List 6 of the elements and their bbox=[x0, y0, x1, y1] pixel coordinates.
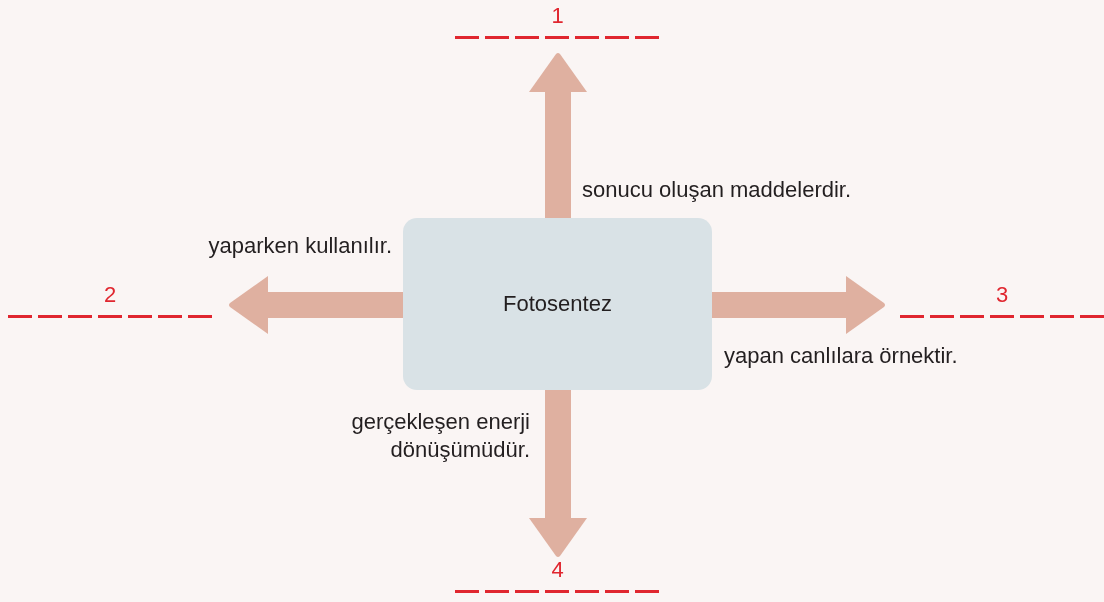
blank-number: 4 bbox=[551, 558, 564, 582]
blank-number: 1 bbox=[551, 4, 564, 28]
process-label: Fotosentez bbox=[503, 291, 612, 317]
process-box bbox=[403, 218, 712, 390]
blank-number: 3 bbox=[995, 283, 1009, 307]
blank-number: 2 bbox=[103, 283, 117, 307]
